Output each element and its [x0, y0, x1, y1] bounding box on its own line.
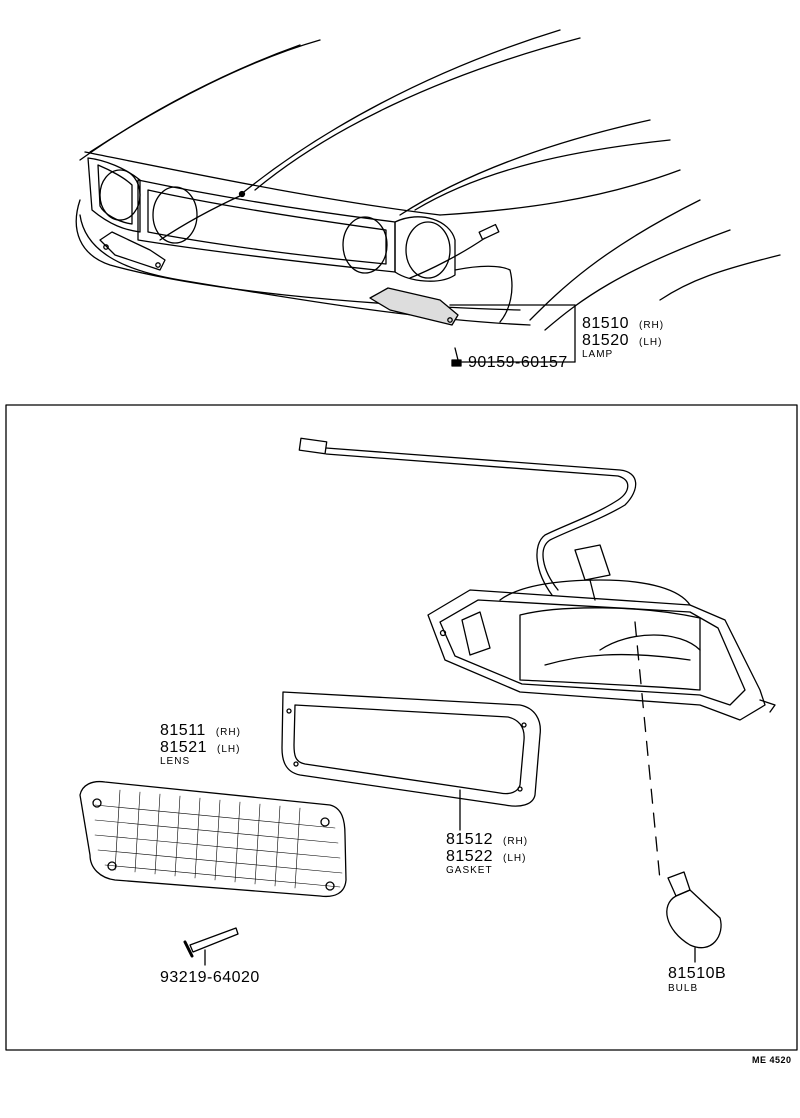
bulb-part-number: 81510B	[668, 965, 727, 982]
lens-description: LENS	[160, 756, 191, 767]
gasket-lh-label: 81522(LH)	[446, 848, 527, 865]
gasket-illustration	[281, 691, 541, 831]
screw-part-number: 90159-60157	[468, 354, 568, 371]
reference-code: ME 4520	[752, 1055, 792, 1065]
gasket-rh-label: 81512(RH)	[446, 831, 529, 848]
lamp-rh-label: 81510(RH)	[582, 315, 665, 332]
lens-screw-part-number: 93219-64020	[160, 969, 260, 986]
lens-screw-illustration	[183, 927, 239, 966]
lens-illustration	[79, 780, 347, 898]
lens-rh-label: 81511(RH)	[160, 722, 241, 739]
bulb-illustration	[634, 621, 722, 963]
lamp-housing	[427, 544, 776, 721]
lamp-lh-label: 81520(LH)	[582, 332, 663, 349]
car-front-illustration	[75, 29, 781, 367]
bulb-description: BULB	[668, 983, 699, 994]
lamp-wire-harness	[298, 437, 637, 596]
exploded-view-frame	[5, 404, 798, 1051]
lamp-description: LAMP	[582, 349, 614, 360]
lens-lh-label: 81521(LH)	[160, 739, 241, 756]
gasket-description: GASKET	[446, 865, 493, 876]
